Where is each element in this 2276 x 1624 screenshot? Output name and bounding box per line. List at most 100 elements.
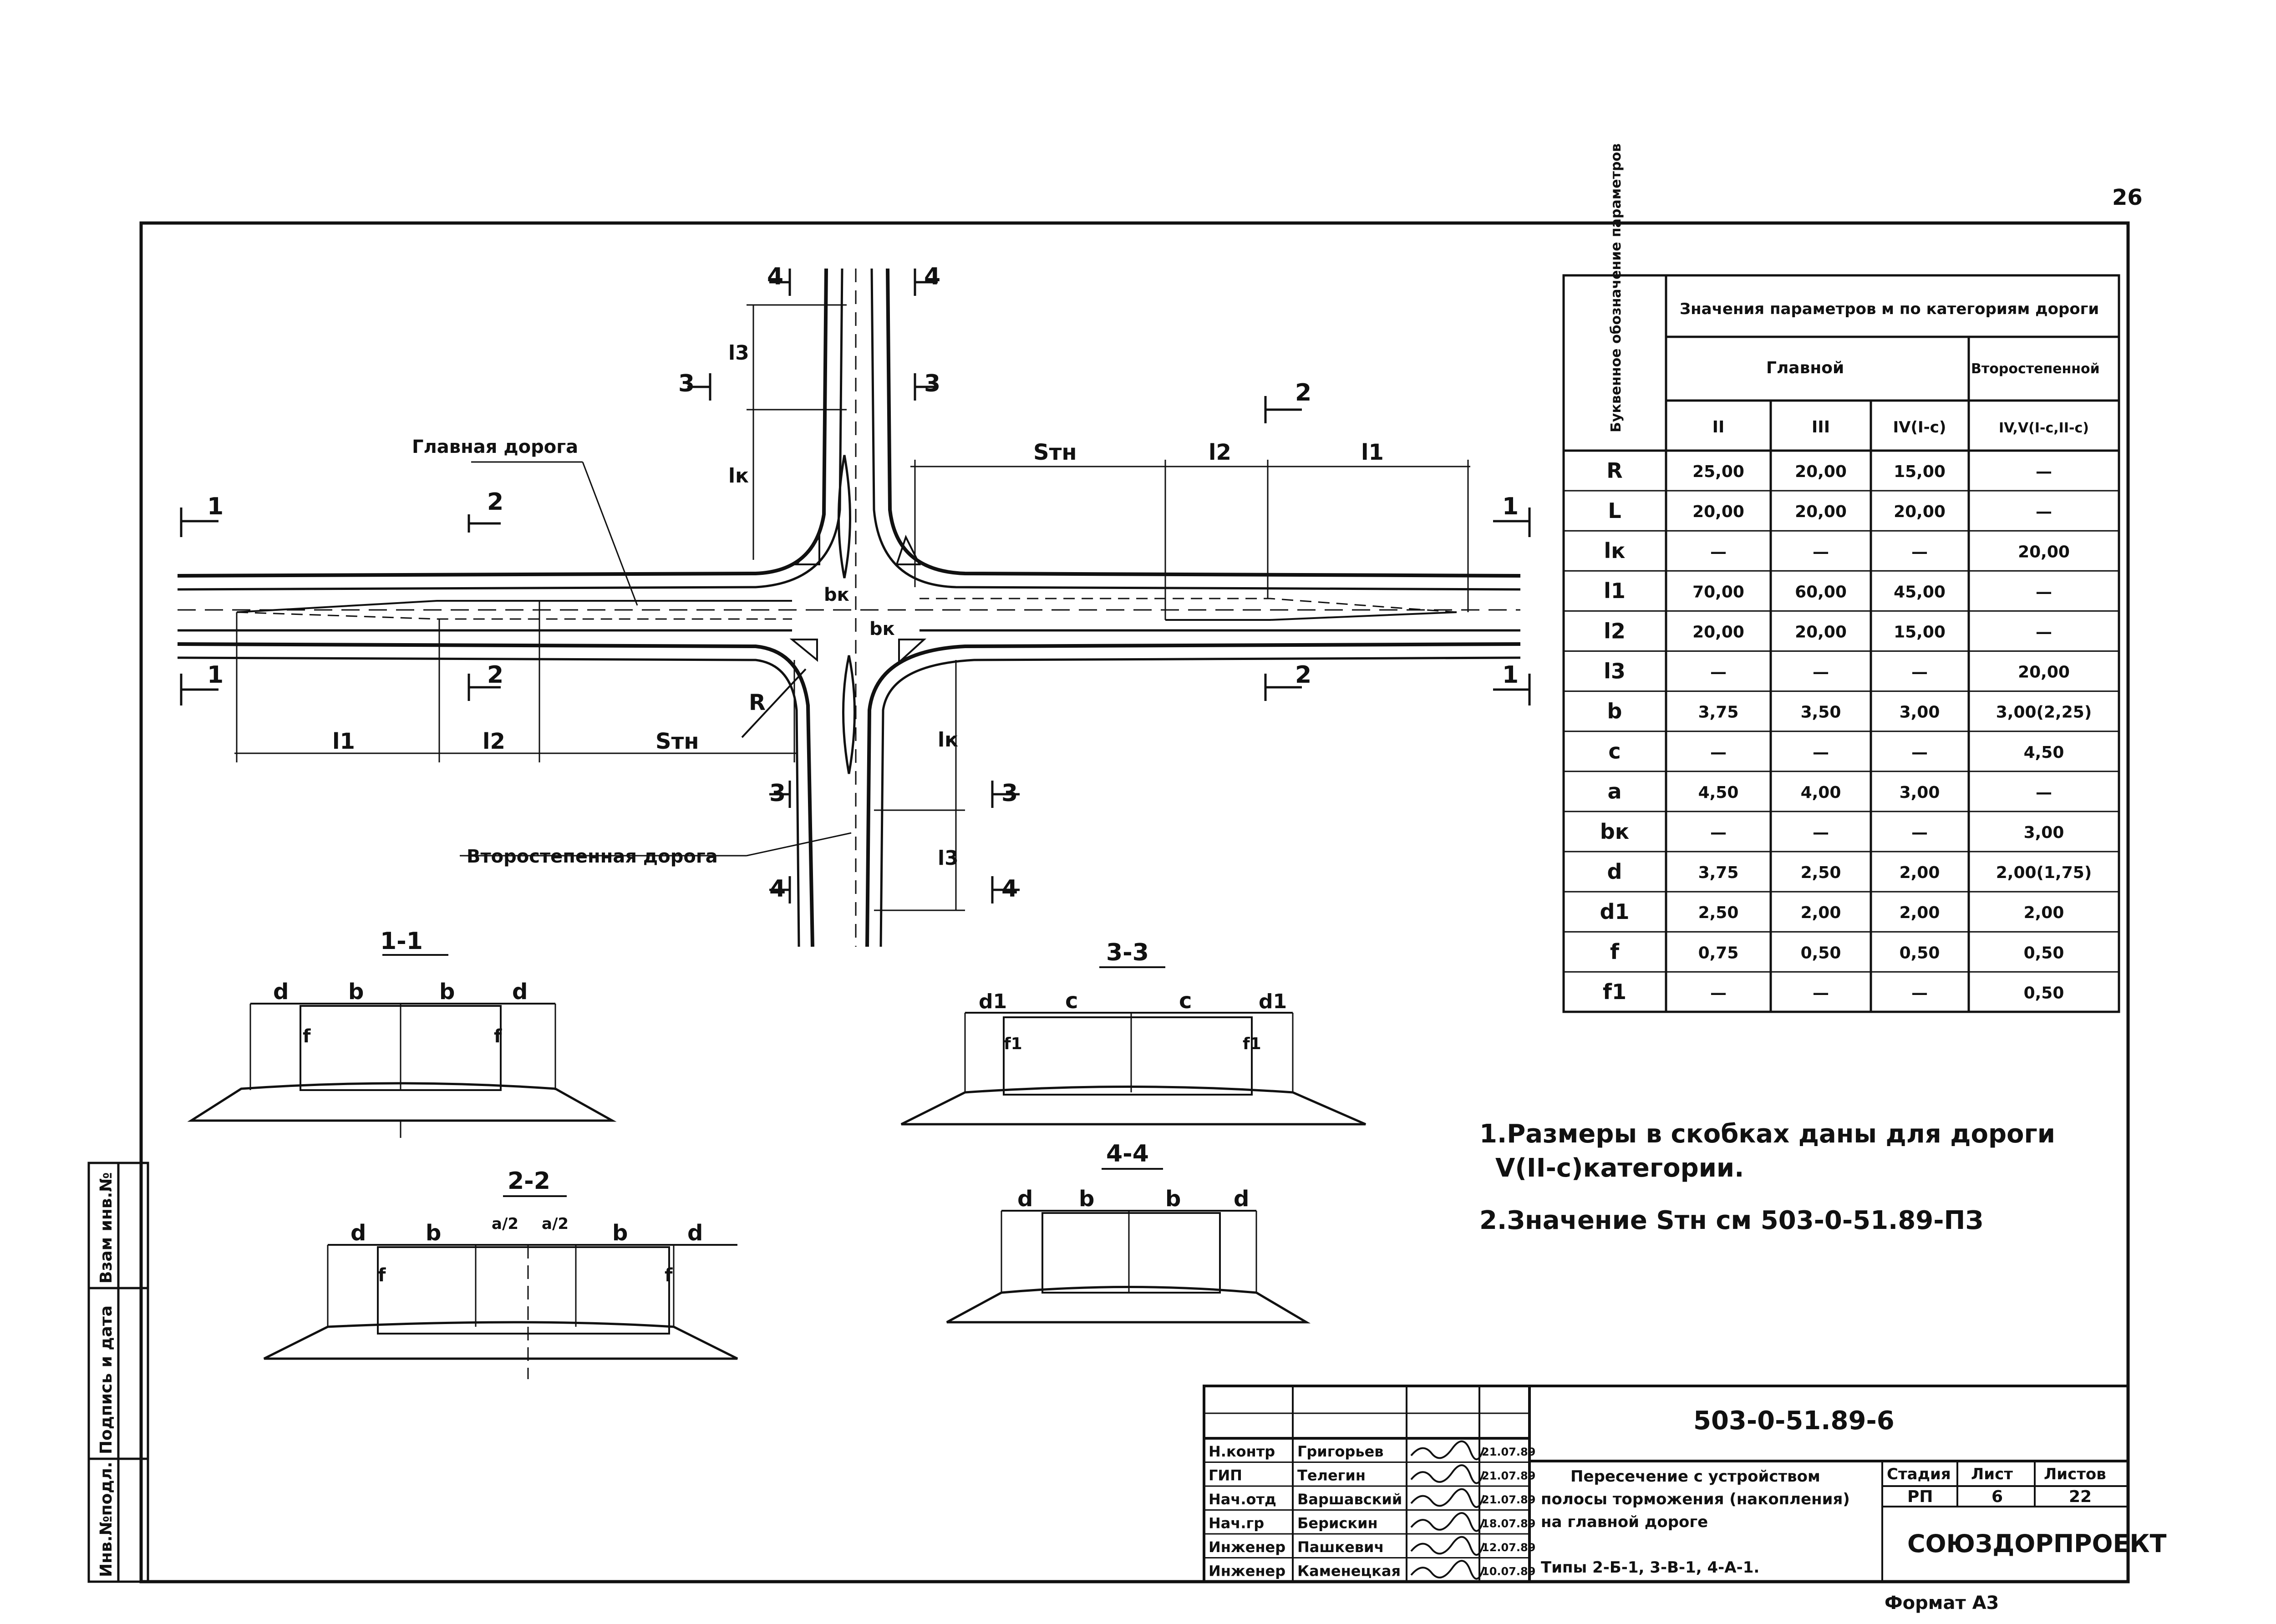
section-3-3-title: 3-3 xyxy=(1106,939,1149,966)
s33-label-d1a: d1 xyxy=(979,990,1007,1013)
s44-label-d1: d xyxy=(1017,1186,1033,1212)
cut-2-left-bottom: 2 xyxy=(487,661,503,689)
table-value-cell: 2,00 xyxy=(1801,903,1841,922)
cut-1-left-top: 1 xyxy=(207,493,224,520)
title-line-4: Типы 2-Б-1, 3-В-1, 4-А-1. xyxy=(1541,1558,1759,1577)
table-value-cell: 0,50 xyxy=(2024,984,2064,1002)
sheets-value: 22 xyxy=(2069,1487,2092,1506)
cut-4-bottom-right: 4 xyxy=(1001,875,1018,903)
table-value-cell: 3,50 xyxy=(1801,703,1841,722)
s33-label-f1a: f1 xyxy=(1004,1035,1022,1053)
table-value-cell: 45,00 xyxy=(1894,583,1946,601)
sheets-header: Листов xyxy=(2044,1465,2106,1483)
table-param-cell: b xyxy=(1607,699,1622,724)
dim-l2-bottom: l2 xyxy=(483,729,505,754)
dim-l2-top: l2 xyxy=(1209,440,1231,465)
cut-3-top-left: 3 xyxy=(678,370,695,397)
table-value-cell: — xyxy=(1911,663,1928,682)
table-value-cell: 2,00 xyxy=(1900,863,1940,882)
section-1-1-title: 1-1 xyxy=(380,928,423,955)
table-value-cell: 3,00 xyxy=(2024,823,2064,842)
stage-header: Стадия xyxy=(1887,1465,1951,1483)
table-value-cell: 3,00 xyxy=(1900,783,1940,802)
table-main-header: Главной xyxy=(1766,359,1844,377)
table-cat-header-3: IV(I-с) xyxy=(1893,418,1946,436)
table-value-cell: — xyxy=(1813,543,1829,561)
s11-label-f1: f xyxy=(303,1026,311,1047)
table-param-cell: c xyxy=(1608,739,1621,764)
table-value-cell: 20,00 xyxy=(1692,623,1744,642)
staff-role: Нач.гр xyxy=(1209,1515,1264,1532)
table-value-cell: 0,50 xyxy=(2024,944,2064,962)
table-param-cell: lк xyxy=(1604,538,1626,563)
signature-mark xyxy=(1410,1512,1485,1532)
cut-4-top-right: 4 xyxy=(924,263,940,290)
s44-label-d2: d xyxy=(1234,1186,1249,1212)
cut-1-right-top: 1 xyxy=(1502,493,1519,520)
s33-label-d1b: d1 xyxy=(1259,990,1287,1013)
dim-stn-bottom: Sтн xyxy=(655,729,699,754)
staff-role: Нач.отд xyxy=(1209,1491,1276,1508)
side-stamp-replace: Взам инв.№ xyxy=(97,1172,116,1284)
table-value-cell: 4,50 xyxy=(1698,783,1739,802)
s22-label-a1: a/2 xyxy=(492,1215,518,1233)
table-value-cell: 2,00 xyxy=(1900,903,1940,922)
section-4-4-title: 4-4 xyxy=(1106,1140,1149,1167)
dim-lk-top: lк xyxy=(728,464,749,487)
table-value-cell: 2,50 xyxy=(1801,863,1841,882)
title-line-1: Пересечение с устройством xyxy=(1570,1467,1820,1486)
side-stamp xyxy=(87,1162,149,1583)
table-param-cell: f1 xyxy=(1603,979,1626,1004)
dim-radius: R xyxy=(749,690,766,716)
table-value-cell: 20,00 xyxy=(1894,502,1946,521)
section-2-2-title: 2-2 xyxy=(508,1167,550,1195)
table-row: c———4,50 xyxy=(1608,739,2064,764)
signature-mark xyxy=(1410,1488,1485,1508)
sheet-header: Лист xyxy=(1971,1465,2013,1483)
stage-value: РП xyxy=(1907,1487,1933,1506)
table-value-cell: 20,00 xyxy=(1795,502,1847,521)
table-value-cell: 3,75 xyxy=(1698,703,1739,722)
drawing-code: 503-0-51.89-6 xyxy=(1693,1406,1895,1436)
table-secondary-header: Второстепенной xyxy=(1971,361,2100,377)
signature-mark xyxy=(1410,1440,1485,1461)
table-cat-header-1: II xyxy=(1712,418,1725,436)
table-value-cell: 15,00 xyxy=(1894,623,1946,642)
table-value-cell: — xyxy=(1710,984,1727,1002)
staff-date: 21.07.89 xyxy=(1482,1470,1535,1482)
intersection-plan xyxy=(177,268,1531,947)
section-4-4 xyxy=(946,1168,1311,1324)
title-line-3: на главной дороге xyxy=(1541,1513,1708,1531)
section-1-1 xyxy=(187,954,617,1138)
s11-label-f2: f xyxy=(494,1026,502,1047)
table-cat-header-2: III xyxy=(1812,418,1830,436)
table-value-cell: 2,00 xyxy=(2024,903,2064,922)
cut-2-right-bottom: 2 xyxy=(1295,661,1311,689)
table-value-cell: 3,75 xyxy=(1698,863,1739,882)
staff-role: Инженер xyxy=(1209,1563,1285,1580)
table-value-cell: — xyxy=(1710,743,1727,762)
table-value-cell: 20,00 xyxy=(1795,462,1847,481)
sheet-format: Формат А3 xyxy=(1885,1593,1999,1614)
dim-l3-bottom: l3 xyxy=(938,847,959,870)
parameter-table xyxy=(1562,274,2120,1013)
table-value-cell: — xyxy=(1710,823,1727,842)
table-row: l3———20,00 xyxy=(1604,659,2070,683)
table-value-cell: — xyxy=(1911,823,1928,842)
dim-l1-bottom: l1 xyxy=(332,729,355,754)
s22-label-f1: f xyxy=(378,1265,386,1286)
s44-label-b1: b xyxy=(1079,1186,1094,1212)
s22-label-d2: d xyxy=(687,1220,703,1246)
table-param-cell: l3 xyxy=(1604,659,1626,683)
s11-label-b1: b xyxy=(348,979,364,1005)
table-value-cell: 3,00(2,25) xyxy=(1996,703,2092,722)
table-value-cell: 60,00 xyxy=(1795,583,1847,601)
table-value-cell: 20,00 xyxy=(1692,502,1744,521)
